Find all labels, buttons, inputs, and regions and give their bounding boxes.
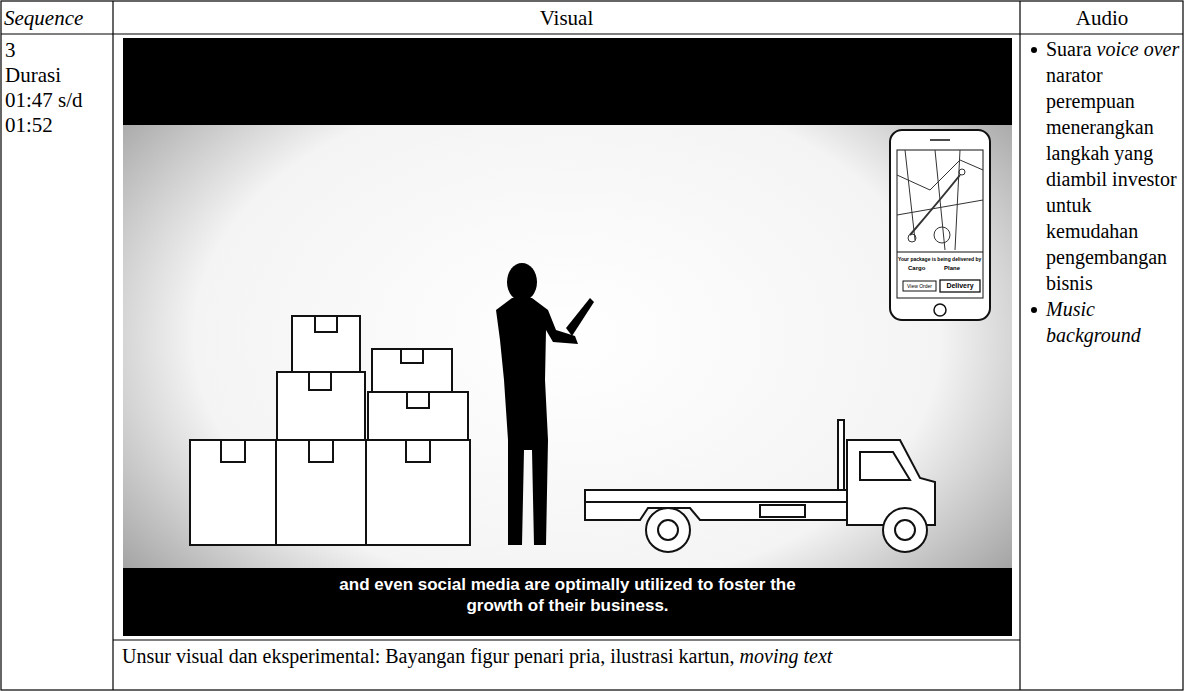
truck-illustration: [585, 420, 935, 552]
box-stack: [190, 316, 470, 545]
phone-button-text: Delivery: [946, 282, 973, 289]
bullet-dot: [1031, 47, 1037, 53]
audio-note-text: Music background: [1046, 298, 1141, 346]
audio-note: Suara voice over narator perempuan mener…: [1046, 36, 1180, 296]
duration-text-text: Durasi 01:47 s/d 01:52: [5, 63, 83, 137]
phone-illustration: [890, 130, 990, 320]
sequence-number: 3: [5, 38, 109, 63]
phone-text-text: Cargo: [908, 265, 925, 271]
audio-note-text: Suara: [1046, 38, 1092, 60]
audio-note: Music background: [1046, 296, 1180, 348]
column-header-text: Audio: [1076, 6, 1129, 30]
video-still: [123, 38, 1012, 636]
audio-note-text: voice over: [1097, 38, 1180, 60]
phone-text: Your package is being delivered by: [898, 256, 982, 262]
phone-text: Plane: [944, 265, 978, 271]
duration-text: Durasi 01:47 s/d 01:52: [5, 63, 109, 138]
visual-notes: Unsur visual dan eksperimental: Bayangan…: [122, 644, 1012, 668]
column-header-text: Visual: [540, 6, 594, 30]
visual-notes-text: Unsur visual dan eksperimental: Bayangan…: [122, 645, 735, 667]
column-header: Audio: [1020, 6, 1184, 31]
bullet-dot: [1031, 307, 1037, 313]
phone-text: Cargo: [908, 265, 938, 271]
phone-button-text: View Order: [907, 283, 932, 289]
phone-button: View Order: [904, 283, 935, 289]
man-silhouette: [496, 263, 594, 545]
phone-text-text: Plane: [944, 265, 960, 271]
column-header: Visual: [113, 6, 1020, 31]
phone-text-text: Your package is being delivered by: [898, 256, 981, 262]
video-subtitle: and even social media are optimally util…: [330, 574, 805, 616]
visual-notes-text: moving text: [740, 645, 833, 667]
sequence-number-text: 3: [5, 38, 16, 62]
phone-button: Delivery: [941, 282, 979, 289]
column-header-text: Sequence: [4, 6, 83, 30]
audio-note-text: narator perempuan menerangkan langkah ya…: [1046, 64, 1177, 294]
column-header: Sequence: [4, 6, 110, 31]
video-subtitle-text: and even social media are optimally util…: [339, 575, 795, 615]
